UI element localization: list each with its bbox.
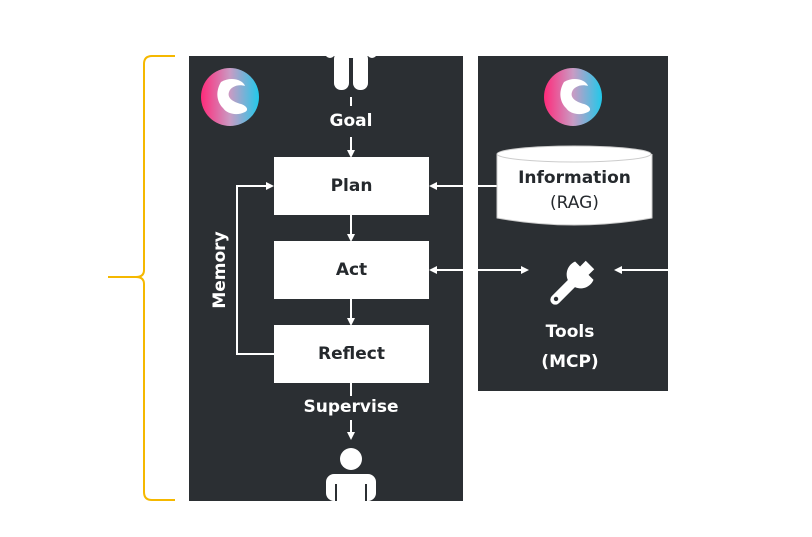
reflect-label: Reflect (318, 344, 385, 364)
act-label: Act (335, 260, 368, 280)
reflect-box: Reflect (274, 325, 429, 383)
plan-box: Plan (274, 157, 429, 215)
memory-loop-arrow (236, 182, 274, 355)
bottom-person-icon (326, 448, 376, 501)
information-subtitle: (RAG) (550, 193, 599, 213)
database-icon (496, 145, 653, 226)
platypus-logo-icon (544, 68, 602, 126)
plan-label: Plan (330, 176, 373, 196)
memory-label: Memory (210, 231, 230, 309)
wrench-icon (550, 260, 595, 305)
supervise-label: Supervise (303, 397, 399, 417)
information-title: Information (518, 168, 631, 188)
platypus-logo-icon (201, 68, 259, 126)
bracket-shape (108, 55, 175, 501)
goal-label: Goal (329, 111, 373, 131)
act-box: Act (274, 241, 429, 299)
top-person-icon (325, 40, 377, 90)
tools-subtitle: (MCP) (541, 352, 599, 372)
tools-title: Tools (545, 322, 595, 342)
